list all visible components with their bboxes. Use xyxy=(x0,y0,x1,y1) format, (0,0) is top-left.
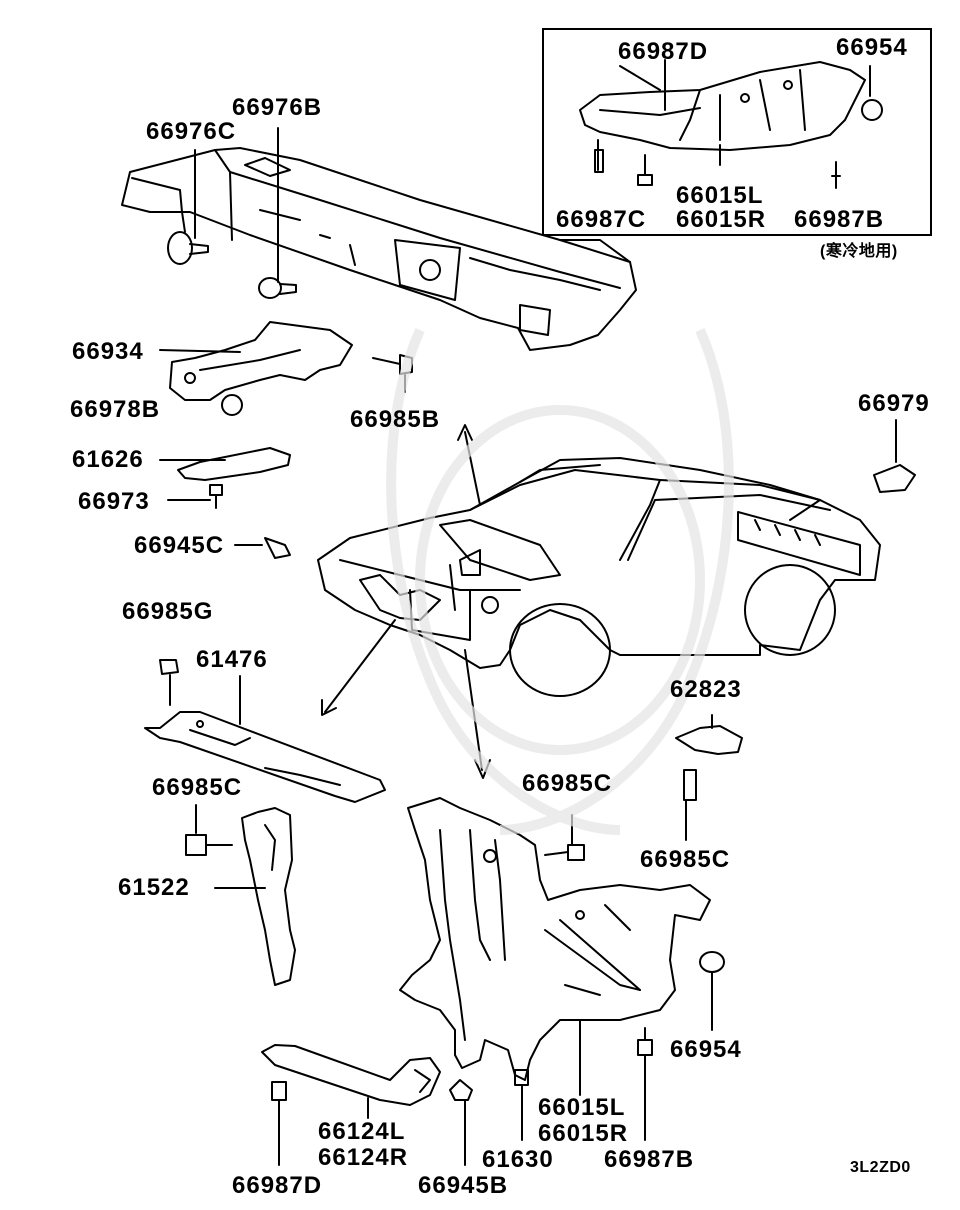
inset-frame xyxy=(542,28,932,236)
label-66015R: 66015R xyxy=(538,1120,629,1147)
clip-66945B xyxy=(449,1079,473,1166)
label-66976B: 66976B xyxy=(232,94,323,121)
label-66945C: 66945C xyxy=(134,532,225,559)
clip-66979 xyxy=(873,419,916,493)
dash-crossmember xyxy=(121,147,637,351)
clip-66945C xyxy=(234,537,291,559)
label-66973: 66973 xyxy=(78,488,150,515)
bolt-66985G xyxy=(159,659,179,706)
car-body xyxy=(317,457,881,697)
label-66945B: 66945B xyxy=(418,1172,509,1199)
screw-66973 xyxy=(167,484,223,509)
label-66979: 66979 xyxy=(858,390,930,417)
label-61630: 61630 xyxy=(482,1146,554,1173)
label-66987D-inset: 66987D xyxy=(618,38,709,65)
pin-66976B xyxy=(258,127,297,299)
watermark xyxy=(386,327,734,835)
plate-62823 xyxy=(675,714,743,841)
bracket-61522 xyxy=(214,807,296,986)
plate-61626 xyxy=(159,447,291,481)
label-66015L: 66015L xyxy=(538,1094,626,1121)
label-66976C: 66976C xyxy=(146,118,237,145)
label-66987C-inset: 66987C xyxy=(556,206,647,233)
label-61626: 61626 xyxy=(72,446,144,473)
bolt-66987B xyxy=(637,1027,653,1141)
bracket-66934 xyxy=(159,321,353,416)
label-66985B: 66985B xyxy=(350,406,441,433)
label-61476: 61476 xyxy=(196,646,268,673)
label-66954-inset: 66954 xyxy=(836,34,908,61)
inset-leaders xyxy=(619,65,661,91)
shield-66015 xyxy=(399,797,711,1096)
label-66124L: 66124L xyxy=(318,1118,406,1145)
bolt-66985C-left xyxy=(185,804,233,856)
label-66015R-inset: 66015R xyxy=(676,206,767,233)
label-62823: 62823 xyxy=(670,676,742,703)
nut-66954 xyxy=(699,951,725,1031)
inset-note: (寒冷地用) xyxy=(820,243,898,260)
label-66124R: 66124R xyxy=(318,1144,409,1171)
label-66987B-inset: 66987B xyxy=(794,206,885,233)
label-66934: 66934 xyxy=(72,338,144,365)
label-66015L-inset: 66015L xyxy=(676,182,764,209)
label-66985C-right: 66985C xyxy=(640,846,731,873)
label-66987D: 66987D xyxy=(232,1172,323,1199)
label-61522: 61522 xyxy=(118,874,190,901)
label-66985C-left: 66985C xyxy=(152,774,243,801)
label-66985G: 66985G xyxy=(122,598,214,625)
inset-undercover xyxy=(579,59,883,189)
pin-66976C xyxy=(167,149,209,265)
brace-61630 xyxy=(514,1069,529,1141)
bracket-66124 xyxy=(261,1044,441,1166)
label-66954: 66954 xyxy=(670,1036,742,1063)
rail-61476 xyxy=(144,675,386,803)
label-66978B: 66978B xyxy=(70,396,161,423)
label-66987B: 66987B xyxy=(604,1146,695,1173)
diagram-code: 3L2ZD0 xyxy=(850,1159,911,1176)
label-66985C-mid: 66985C xyxy=(522,770,613,797)
